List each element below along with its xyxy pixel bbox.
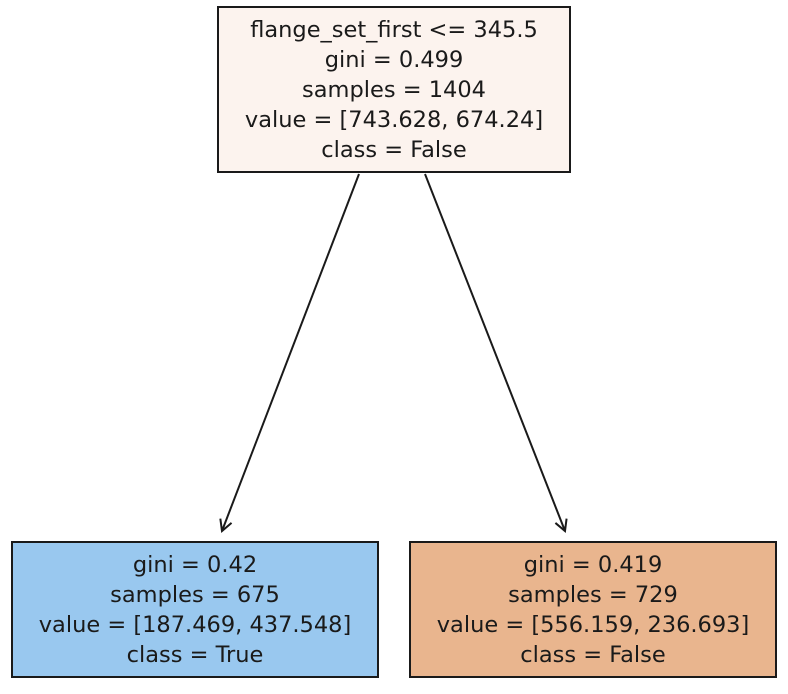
node-class: class = False <box>520 641 666 668</box>
edge-root-to-right <box>424 173 565 531</box>
node-class: class = False <box>321 136 467 163</box>
tree-node-right-leaf: gini = 0.419 samples = 729 value = [556.… <box>409 541 777 678</box>
node-value: value = [556.159, 236.693] <box>436 611 750 638</box>
node-samples: samples = 1404 <box>302 76 486 103</box>
node-samples: samples = 675 <box>110 581 280 608</box>
tree-node-root: flange_set_first <= 345.5 gini = 0.499 s… <box>217 6 571 173</box>
node-gini: gini = 0.42 <box>132 551 258 578</box>
edge-root-to-left <box>222 173 360 531</box>
node-split-condition: flange_set_first <= 345.5 <box>250 16 538 43</box>
node-samples: samples = 729 <box>508 581 678 608</box>
node-gini: gini = 0.419 <box>523 551 663 578</box>
node-value: value = [743.628, 674.24] <box>244 106 544 133</box>
node-gini: gini = 0.499 <box>324 46 464 73</box>
node-value: value = [187.469, 437.548] <box>38 611 352 638</box>
node-class: class = True <box>126 641 264 668</box>
tree-node-left-leaf: gini = 0.42 samples = 675 value = [187.4… <box>11 541 379 678</box>
